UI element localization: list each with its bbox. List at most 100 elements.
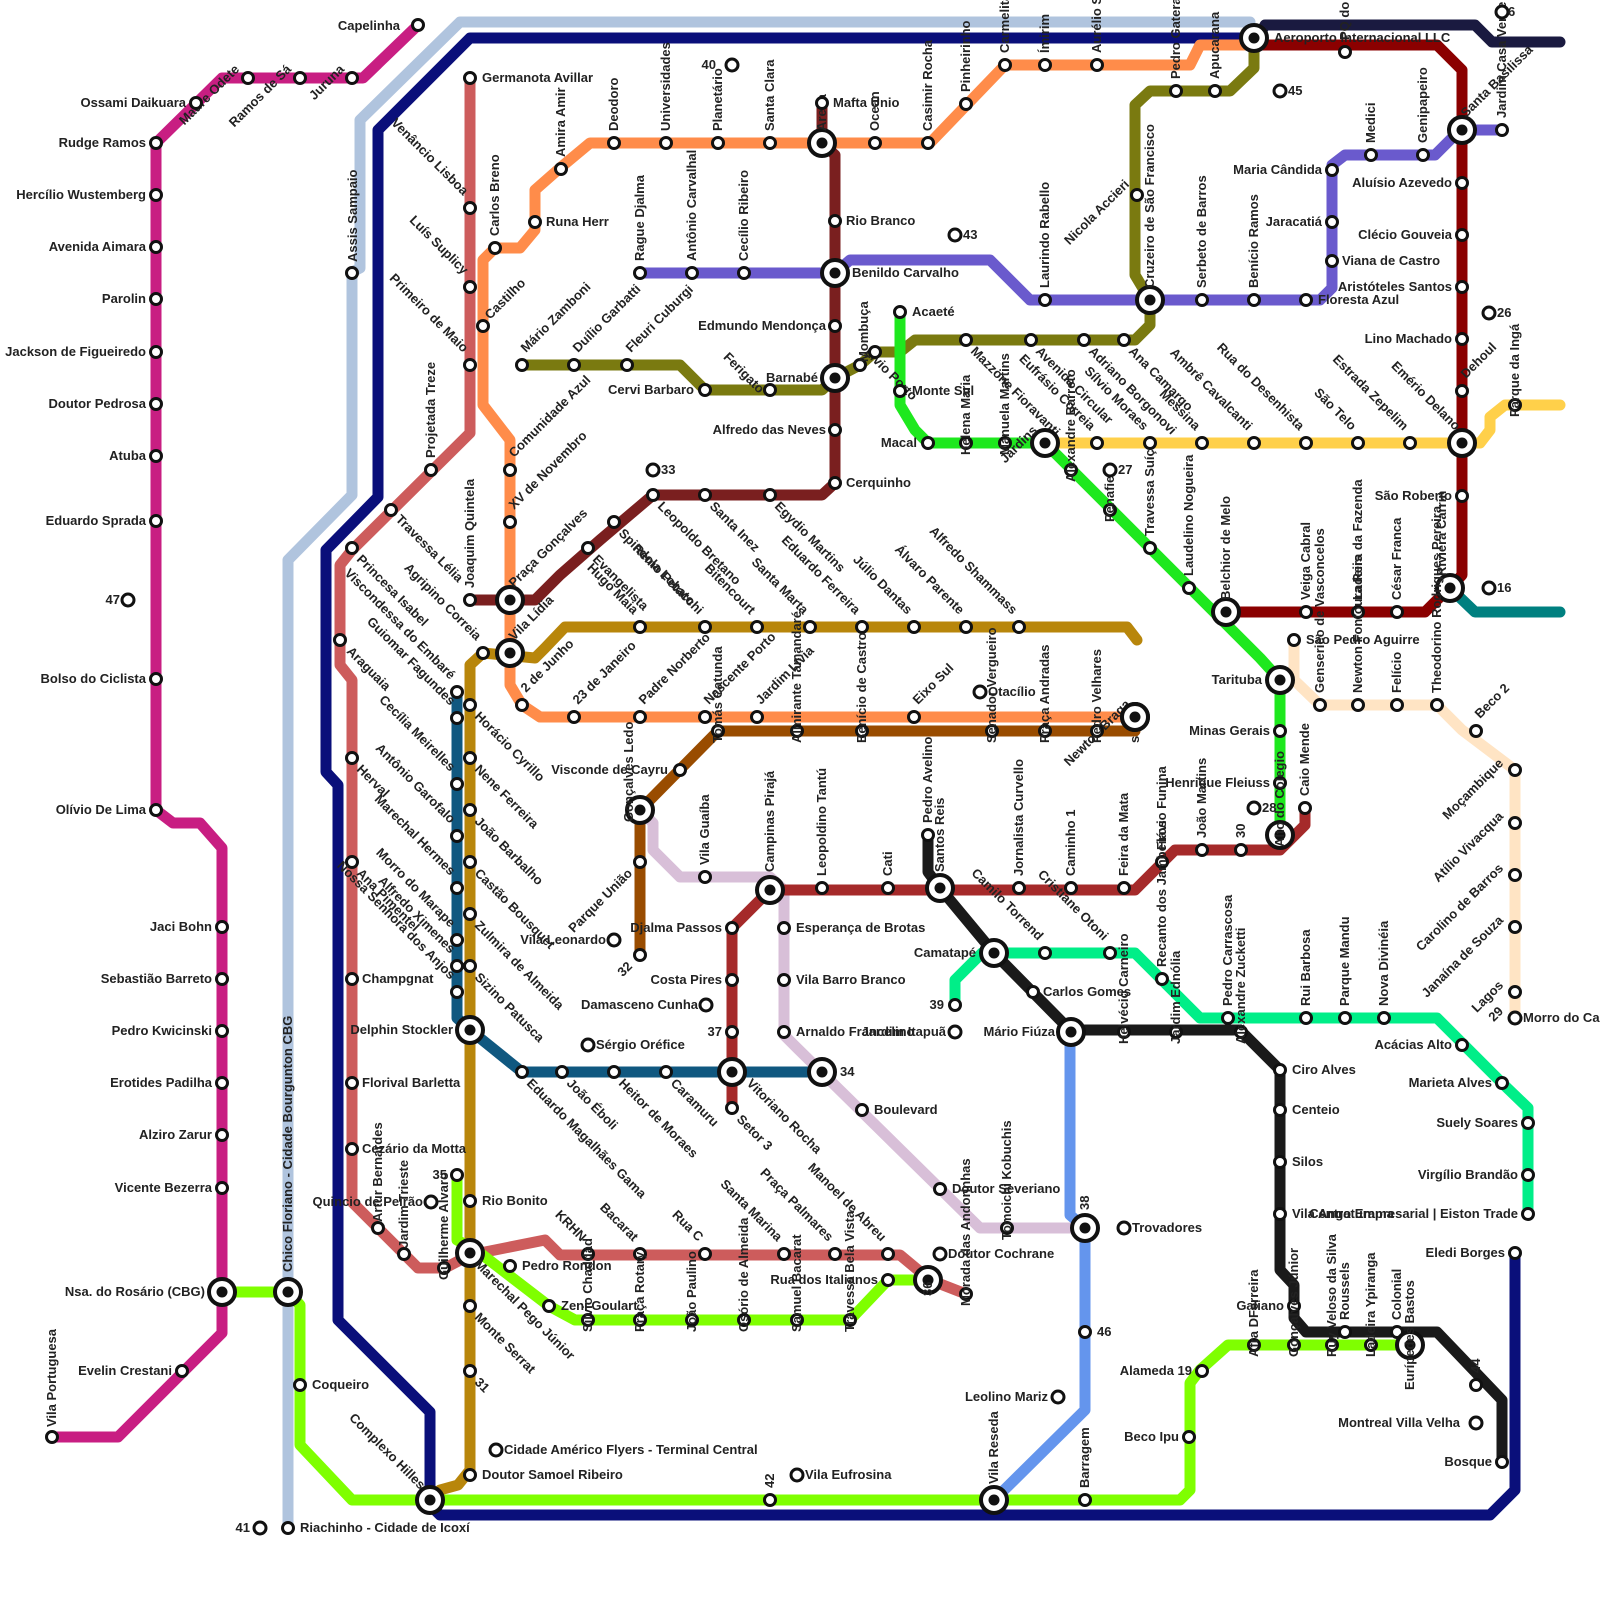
station[interactable]: 42: [762, 1474, 777, 1506]
station[interactable]: Ossami Daikuara: [80, 95, 201, 110]
station[interactable]: Costa Pires: [650, 972, 737, 987]
station[interactable]: Praça Rotary: [632, 1251, 647, 1332]
station[interactable]: 41: [236, 1520, 266, 1535]
station[interactable]: Cecílio Ribeiro: [736, 170, 751, 279]
station[interactable]: Alexandre Barreto: [1063, 369, 1078, 482]
station[interactable]: Germanota Avillar: [465, 70, 594, 85]
station[interactable]: Venâncio Lisboa: [388, 115, 475, 214]
station[interactable]: Erotides Padilha: [110, 1075, 227, 1090]
station[interactable]: Pedro Gatera: [1168, 0, 1183, 97]
station[interactable]: João Paulino: [684, 1251, 699, 1332]
station[interactable]: Helena Maria: [958, 374, 973, 455]
station[interactable]: Doutor Samoel Ribeiro: [465, 1467, 623, 1482]
station[interactable]: Santa Clara: [762, 59, 777, 149]
station[interactable]: Penafiel: [1102, 472, 1117, 522]
station[interactable]: Ímirim: [1037, 14, 1052, 71]
station[interactable]: Pedro Velhares: [1089, 649, 1104, 743]
station[interactable]: Rio Bonito: [465, 1193, 548, 1208]
station[interactable]: Projetada Treze: [423, 362, 438, 476]
station[interactable]: Jardim Itapuã: [861, 1024, 961, 1039]
station[interactable]: Ladeira Ypiranga: [1363, 1252, 1378, 1357]
station[interactable]: Tomoichi Kobuchis: [999, 1120, 1014, 1240]
station[interactable]: Carmelita Neves: [997, 0, 1012, 71]
station[interactable]: 6: [1496, 4, 1515, 19]
station[interactable]: Cati: [880, 851, 895, 893]
station[interactable]: Olívio De Lima: [56, 802, 162, 817]
station[interactable]: Veiga Cabral: [1298, 522, 1313, 618]
station[interactable]: Benício Ramos: [1246, 194, 1261, 305]
station[interactable]: Jardim Casa Verde: [1494, 2, 1509, 136]
station[interactable]: Pedro Rondon: [505, 1258, 612, 1273]
station[interactable]: Silos: [1275, 1154, 1324, 1169]
station[interactable]: Clécio Gouveia: [1358, 227, 1467, 242]
station[interactable]: Eledi Borges: [1426, 1245, 1521, 1260]
station[interactable]: Damasceno Cunha: [581, 997, 712, 1012]
station[interactable]: Samuel Bacarat: [789, 1234, 804, 1332]
station[interactable]: 26: [1483, 305, 1511, 320]
station[interactable]: Doutor Cochrane: [934, 1246, 1054, 1261]
station[interactable]: Nova Divinéia: [1376, 920, 1391, 1024]
station[interactable]: Travessa Suíça: [1142, 441, 1157, 553]
station[interactable]: Campinas Pirajá: [757, 770, 783, 903]
station[interactable]: Djalma Passos: [630, 920, 737, 935]
station[interactable]: Rio Branco: [830, 213, 916, 228]
station[interactable]: Antônio Carvalhal: [684, 150, 699, 279]
station[interactable]: Jaci Bohn: [150, 919, 228, 934]
station[interactable]: Henrique Fleiuss: [1165, 775, 1285, 790]
station[interactable]: Otacílio: [974, 684, 1036, 699]
station[interactable]: Bolso do Ciclista: [41, 671, 162, 686]
station[interactable]: 38: [1072, 1196, 1098, 1241]
station[interactable]: Montreal Villa Velha: [1338, 1415, 1482, 1430]
station[interactable]: Praça Andradas: [1037, 644, 1052, 743]
station[interactable]: Vila Reseda: [981, 1410, 1007, 1513]
station[interactable]: Planetário: [710, 68, 725, 148]
station[interactable]: 34: [809, 1059, 855, 1085]
station[interactable]: César Franca: [1389, 517, 1404, 618]
station[interactable]: Primeiro de Maio: [387, 270, 476, 370]
station[interactable]: Atílio Vivacqua: [1430, 808, 1521, 885]
station[interactable]: Vila Barro Branco: [779, 972, 906, 987]
station[interactable]: Riachinho - Cidade de Icoxí: [283, 1520, 471, 1535]
station[interactable]: Helvécio Carneiro: [1116, 933, 1131, 1044]
station[interactable]: São Roberto: [1375, 488, 1468, 503]
station[interactable]: Cidade Américo Flyers - Terminal Central: [490, 1442, 758, 1457]
station[interactable]: Rui Barbosa: [1298, 929, 1313, 1024]
station[interactable]: Artur Bernardes: [370, 1122, 385, 1233]
station[interactable]: Alfredo Shammass: [927, 523, 1025, 632]
station[interactable]: Mário Zamboni: [517, 279, 594, 370]
station[interactable]: Assis Sampaio: [345, 169, 360, 278]
station[interactable]: Doutor Severiano: [935, 1181, 1061, 1196]
station[interactable]: Medici: [1363, 103, 1378, 161]
station[interactable]: Aluísio Azevedo: [1352, 175, 1467, 190]
station[interactable]: Remo Petacchi: [630, 541, 711, 633]
station[interactable]: Morada das Andorinhas: [958, 1158, 973, 1306]
station[interactable]: 47: [106, 592, 134, 607]
station[interactable]: Minas Gerais: [1189, 723, 1285, 738]
station[interactable]: Vila Guaíba: [697, 794, 712, 883]
station[interactable]: Theodorino Rodrigues Pereira: [1429, 505, 1444, 710]
station[interactable]: Cerquinho: [830, 475, 912, 490]
station[interactable]: Eduardo Sprada: [46, 513, 162, 528]
station[interactable]: Parolin: [102, 291, 162, 306]
station[interactable]: Belchior de Melo: [1213, 496, 1239, 625]
station[interactable]: s: [1122, 704, 1148, 743]
station[interactable]: Rudge Ramos: [59, 135, 162, 150]
station[interactable]: Tarituba: [1212, 667, 1293, 693]
station[interactable]: Laudelino Nogueira: [1181, 454, 1196, 594]
station[interactable]: Parque Mandu: [1337, 916, 1352, 1023]
station[interactable]: Sebastião Barreto: [101, 971, 228, 986]
station[interactable]: Serbeto de Barros: [1194, 175, 1209, 305]
station[interactable]: Virgílio Brandão: [1418, 1167, 1534, 1182]
station[interactable]: Zulmira de Almeida: [465, 909, 568, 1014]
station[interactable]: Ana Pimentel: [347, 857, 423, 935]
station[interactable]: Cecília Meirelles: [376, 692, 462, 790]
station[interactable]: 16: [1483, 580, 1511, 595]
station[interactable]: 39: [930, 997, 961, 1012]
station[interactable]: Camatapé: [914, 940, 1007, 966]
station[interactable]: Benício de Castro: [854, 632, 869, 743]
station[interactable]: 27: [1104, 462, 1132, 477]
station[interactable]: João Martins: [1194, 758, 1209, 856]
station[interactable]: Heitor de Moraes: [609, 1067, 702, 1161]
station[interactable]: Bosque: [1444, 1454, 1507, 1469]
station[interactable]: Nsa. do Rosário (CBG): [65, 1279, 235, 1305]
